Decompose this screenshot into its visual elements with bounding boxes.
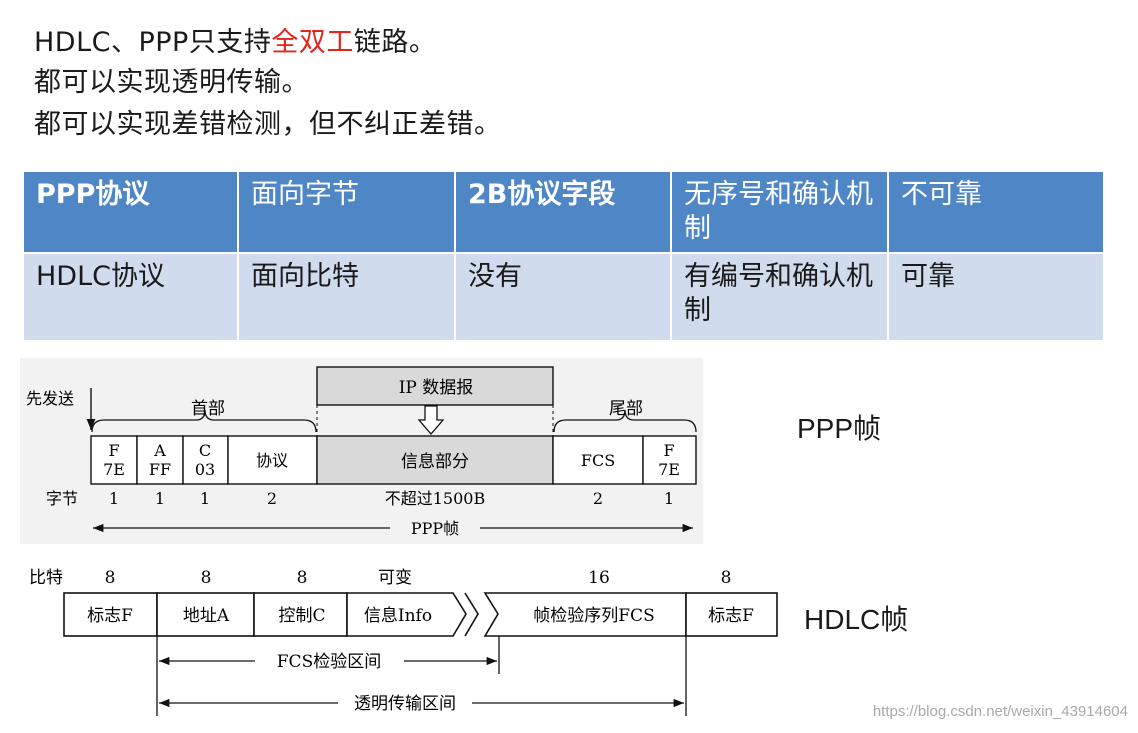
table-cell: 无序号和确认机制 (670, 170, 889, 254)
byte-size: 1 (109, 489, 119, 508)
ppp-field-label: C (199, 441, 211, 460)
bit-size: 8 (105, 568, 116, 588)
send-first-label: 先发送 (26, 389, 74, 408)
hdlc-field-control (253, 592, 348, 637)
intro-line-1-end: 链路。 (353, 27, 437, 58)
hdlc-field-flag-start (63, 592, 158, 637)
ip-datagram-box (316, 366, 554, 406)
header-label: 首部 (191, 399, 225, 419)
ppp-field-fcs (552, 435, 644, 485)
ppp-field-label: FF (149, 460, 171, 479)
hdlc-frame-side-label: HDLC帧 (804, 604, 909, 635)
fcs-range-label: FCS检验区间 (277, 652, 381, 672)
ppp-field-label: 03 (195, 460, 215, 479)
trailer-label: 尾部 (609, 399, 643, 419)
trailer-brace (553, 409, 697, 433)
full-duplex-highlight: 全双工 (271, 27, 354, 58)
hdlc-field-label: 地址A (183, 606, 230, 626)
intro-line-2: 都可以实现透明传输。 (34, 67, 309, 98)
hdlc-field-label: 控制C (278, 606, 325, 626)
table-row-ppp: PPP协议 面向字节 2B协议字段 无序号和确认机制 不可靠 (22, 170, 1105, 254)
bit-size: 8 (721, 568, 732, 588)
bit-size: 可变 (378, 568, 412, 588)
intro-line-1-start: HDLC、PPP只支持 (34, 27, 272, 58)
intro-line-3: 都可以实现差错检测，但不纠正差错。 (34, 109, 502, 140)
bit-size: 16 (588, 568, 610, 588)
table-cell: 有编号和确认机制 (670, 252, 889, 342)
ip-datagram-label: IP 数据报 (399, 378, 474, 398)
ppp-field-label: 信息部分 (401, 452, 469, 472)
bit-size: 8 (201, 568, 212, 588)
hdlc-field-fcs (483, 592, 687, 637)
comparison-table: PPP协议 面向字节 2B协议字段 无序号和确认机制 不可靠 HDLC协议 面向… (22, 170, 1105, 342)
hdlc-field-label: 标志F (87, 606, 133, 626)
byte-size: 2 (593, 489, 603, 508)
intro-line-1: HDLC、PPP只支持全双工链路。 (34, 26, 436, 60)
table-row-hdlc: HDLC协议 面向比特 没有 有编号和确认机制 可靠 (22, 252, 1105, 342)
table-cell: 可靠 (887, 252, 1105, 342)
hdlc-field-flag-end (685, 592, 778, 637)
ppp-field-label: F (108, 441, 119, 460)
ppp-field-protocol (227, 435, 318, 485)
ppp-field-flag-end (642, 435, 697, 485)
header-brace (91, 409, 317, 433)
ppp-field-label: FCS (581, 451, 615, 470)
bytes-label: 字节 (46, 489, 78, 508)
byte-size: 1 (664, 489, 674, 508)
table-cell: 2B协议字段 (454, 170, 672, 254)
ppp-field-label: 7E (103, 460, 125, 479)
ppp-field-flag-start (90, 435, 138, 485)
ppp-field-label: A (153, 441, 166, 460)
break-mark (464, 592, 479, 637)
ppp-frame-side-label: PPP帧 (797, 413, 882, 444)
ppp-span-label: PPP帧 (411, 519, 459, 538)
byte-size: 1 (200, 489, 210, 508)
hdlc-field-info (346, 592, 467, 637)
byte-size: 不超过1500B (385, 489, 485, 508)
byte-size: 2 (267, 489, 277, 508)
ppp-field-label: 协议 (256, 451, 288, 470)
table-cell: 面向字节 (237, 170, 456, 254)
bits-label: 比特 (29, 568, 63, 588)
table-cell: PPP协议 (22, 170, 239, 254)
bit-size: 8 (297, 568, 308, 588)
down-arrow-icon (417, 405, 445, 435)
table-cell: HDLC协议 (22, 252, 239, 342)
hdlc-field-label: 信息Info (364, 606, 432, 626)
ppp-field-label: F (663, 441, 674, 460)
table-cell: 不可靠 (887, 170, 1105, 254)
ppp-field-info (316, 435, 554, 485)
hdlc-field-label: 标志F (708, 606, 754, 626)
watermark: https://blog.csdn.net/weixin_43914604 (872, 703, 1128, 720)
table-cell: 没有 (454, 252, 672, 342)
table-cell: 面向比特 (237, 252, 456, 342)
byte-size: 1 (155, 489, 165, 508)
ppp-field-label: 7E (658, 460, 680, 479)
ppp-field-control (182, 435, 229, 485)
hdlc-field-label: 帧检验序列FCS (533, 606, 654, 626)
transparent-range-label: 透明传输区间 (354, 694, 456, 714)
